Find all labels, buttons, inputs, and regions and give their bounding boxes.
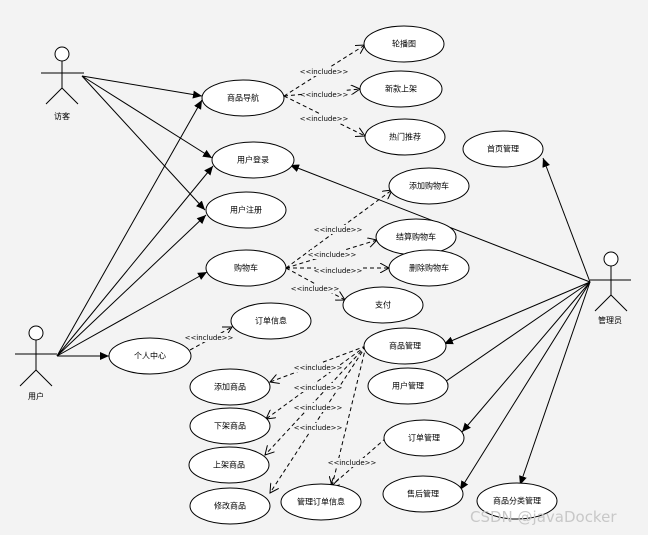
usecase-user-mgmt[interactable]: 用户管理 — [367, 367, 449, 405]
stereotype-label: <<include>> — [308, 251, 357, 259]
usecase-center[interactable]: 个人中心 — [108, 337, 192, 375]
usecase-label: 下架商品 — [214, 421, 246, 431]
usecase-label: 购物车 — [234, 263, 258, 273]
usecase-cart[interactable]: 购物车 — [205, 249, 287, 287]
assoc-user-nav — [56, 99, 203, 357]
usecase-label: 支付 — [375, 300, 391, 310]
usecase-label: 售后管理 — [407, 489, 439, 499]
usecase-new-arrivals[interactable]: 新款上架 — [359, 70, 443, 108]
stereotype-label: <<include>> — [300, 68, 349, 76]
stereotype-label: <<include>> — [328, 459, 377, 467]
stereotype-label: <<include>> — [294, 364, 343, 372]
usecase-label: 删除购物车 — [409, 263, 449, 273]
actor-visitor-label: 访客 — [54, 111, 70, 121]
usecase-edit-goods[interactable]: 修改商品 — [189, 487, 271, 525]
include-labels: <<include>> <<include>> <<include>> <<in… — [185, 67, 377, 467]
assoc-admin-user — [438, 281, 591, 387]
usecase-carousel[interactable]: 轮播图 — [363, 25, 445, 63]
actor-head — [54, 46, 70, 62]
stereotype-label: <<include>> — [300, 115, 349, 123]
actor-admin[interactable]: 管理员 — [590, 251, 631, 325]
usecase-after-sales[interactable]: 售后管理 — [382, 475, 464, 513]
usecase-hot[interactable]: 热门推荐 — [364, 118, 446, 156]
usecase-register[interactable]: 用户注册 — [205, 191, 287, 229]
usecase-pay[interactable]: 支付 — [342, 286, 424, 324]
assoc-admin-home — [542, 157, 591, 283]
stereotype-label: <<include>> — [314, 267, 363, 275]
usecase-order-info[interactable]: 订单信息 — [230, 302, 312, 340]
usecase-label: 轮播图 — [392, 39, 416, 49]
usecase-label: 用户注册 — [230, 205, 262, 215]
usecase-label: 个人中心 — [134, 351, 166, 361]
usecase-nav[interactable]: 商品导航 — [201, 79, 285, 117]
include-goods-edit — [270, 345, 367, 493]
actor-head — [28, 325, 44, 341]
usecase-order-mgmt[interactable]: 订单管理 — [383, 419, 465, 457]
actor-user-label: 用户 — [28, 391, 44, 401]
visitor-associations — [81, 75, 213, 211]
assoc-user-login — [56, 165, 214, 357]
assoc-visitor-register — [81, 75, 206, 211]
assoc-admin-order — [461, 281, 591, 433]
usecase-label: 订单管理 — [408, 433, 440, 443]
usecase-label: 商品分类管理 — [493, 496, 541, 506]
include-cart-checkout — [285, 240, 377, 269]
usecase-label: 订单信息 — [255, 316, 287, 326]
usecase-label: 管理订单信息 — [297, 497, 345, 507]
actor-visitor[interactable]: 访客 — [41, 46, 84, 121]
assoc-admin-category — [519, 281, 591, 486]
stereotype-label: <<include>> — [294, 424, 343, 432]
usecase-label: 修改商品 — [214, 501, 246, 511]
usecase-label: 用户登录 — [237, 155, 269, 165]
usecase-login[interactable]: 用户登录 — [211, 141, 295, 179]
assoc-admin-goods — [443, 281, 591, 345]
usecase-category-mgmt[interactable]: 商品分类管理 — [476, 482, 558, 520]
usecase-delete-cart[interactable]: 删除购物车 — [388, 249, 470, 287]
stereotype-label: <<include>> — [291, 285, 340, 293]
usecase-label: 新款上架 — [385, 84, 417, 94]
stereotype-label: <<include>> — [294, 404, 343, 412]
stereotype-label: <<include>> — [185, 334, 234, 342]
usecase-label: 商品管理 — [389, 341, 421, 351]
include-nav-carousel — [283, 45, 365, 97]
assoc-visitor-nav — [81, 75, 203, 99]
include-goods-on — [265, 345, 367, 455]
watermark: CSDN @javaDocker — [470, 508, 617, 526]
usecase-label: 添加购物车 — [409, 181, 449, 191]
assoc-user-register — [56, 214, 207, 357]
usecase-off-shelf[interactable]: 下架商品 — [189, 407, 271, 445]
usecase-label: 热门推荐 — [389, 132, 421, 142]
usecase-label: 首页管理 — [487, 144, 519, 154]
usecase-on-shelf[interactable]: 上架商品 — [188, 446, 270, 484]
usecase-goods-mgmt[interactable]: 商品管理 — [363, 327, 447, 365]
assoc-admin-aftersales — [459, 281, 591, 491]
usecase-add-goods[interactable]: 添加商品 — [189, 368, 271, 406]
usecase-label: 添加商品 — [214, 382, 246, 392]
usecase-manage-order-info[interactable]: 管理订单信息 — [280, 483, 362, 521]
assoc-user-cart — [56, 271, 208, 357]
stereotype-label: <<include>> — [300, 91, 349, 99]
usecase-home-mgmt[interactable]: 首页管理 — [462, 130, 544, 168]
stereotype-label: <<include>> — [294, 384, 343, 392]
actor-head — [603, 251, 619, 267]
usecase-label: 上架商品 — [213, 460, 245, 470]
user-associations — [56, 99, 214, 360]
usecase-checkout[interactable]: 结算购物车 — [375, 218, 457, 256]
assoc-visitor-login — [81, 75, 213, 159]
stereotype-label: <<include>> — [314, 226, 363, 234]
usecase-add-cart[interactable]: 添加购物车 — [388, 167, 470, 205]
usecase-label: 结算购物车 — [396, 232, 436, 242]
actor-admin-label: 管理员 — [598, 315, 622, 325]
usecase-label: 商品导航 — [227, 93, 259, 103]
usecase-label: 用户管理 — [392, 381, 424, 391]
actor-user[interactable]: 用户 — [15, 325, 57, 401]
